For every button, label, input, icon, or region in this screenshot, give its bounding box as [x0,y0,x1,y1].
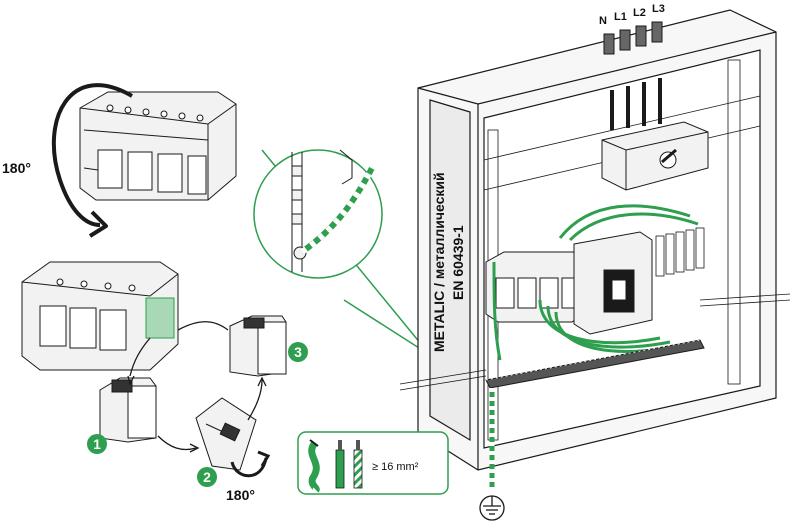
top-module-group: 180° [2,83,237,238]
incoming-cables [610,78,662,130]
conductor-section-box: ≥ 16 mm² [297,431,449,495]
removed-cartridge-slot [145,297,175,339]
zoom-callout [253,149,431,356]
enclosure-material-text: METALIC / металлический [431,172,447,352]
phase-labels: N L1 L2 L3 [599,3,665,27]
ground-symbol [479,495,505,521]
rotation-arrow-bottom [230,450,271,478]
rotation-label-bottom: 180° [226,487,255,503]
distribution-modules [655,227,705,277]
step-number-3: 3 [294,344,302,360]
cable-glands [603,21,663,55]
circuit-breaker [573,231,653,335]
rotation-arrow-top [51,83,134,238]
din-rails [399,293,791,391]
installed-module [21,261,179,371]
stranded-conductor-icon [308,439,320,493]
rotation-label-top: 180° [2,160,31,176]
step-badge-2: 2 [197,467,217,487]
cartridge-step1 [99,377,157,443]
cartridge-step3 [229,315,287,377]
top-surge-module [79,91,237,201]
replacement-cycle-arrows [127,321,267,453]
step-badge-3: 3 [288,342,308,362]
main-switch [601,121,709,191]
step-number-2: 2 [203,469,211,485]
enclosure-standard-text: EN 60439-1 [450,225,466,300]
zoom-circle [253,149,383,279]
phase-label-n: N [599,15,607,27]
phase-label-l1: L1 [614,11,627,23]
step-badge-1: 1 [87,434,107,454]
step-number-1: 1 [93,436,101,452]
phase-label-l2: L2 [633,7,646,19]
earth-bar [485,339,705,389]
striped-conductor-icon [353,440,363,489]
cartridge-step2 [195,397,257,471]
conductor-section-label: ≥ 16 mm² [372,461,419,473]
solid-conductor-icon [335,440,345,489]
phase-label-l3: L3 [652,3,665,15]
